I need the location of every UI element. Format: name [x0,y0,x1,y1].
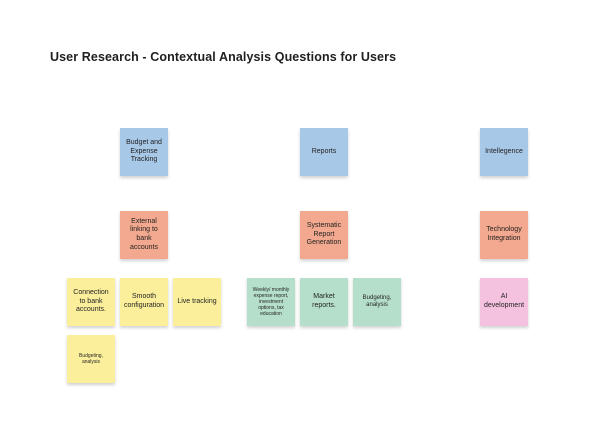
sticky-note-budget-tracking[interactable]: Budget and Expense Tracking [120,128,168,176]
sticky-note-external-linking[interactable]: External linking to bank accounts [120,211,168,259]
sticky-note-systematic-reports[interactable]: Systematic Report Generation [300,211,348,259]
board-title: User Research - Contextual Analysis Ques… [50,50,397,64]
sticky-note-reports[interactable]: Reports [300,128,348,176]
sticky-note-technology-integration[interactable]: Technology Integration [480,211,528,259]
sticky-note-weekly-reports[interactable]: Weekly/ monthly expense report, investme… [247,278,295,326]
sticky-note-connection-bank[interactable]: Connection to bank accounts. [67,278,115,326]
sticky-note-intelligence[interactable]: Intellegence [480,128,528,176]
sticky-note-ai-development[interactable]: AI development [480,278,528,326]
sticky-note-market-reports[interactable]: Market reports. [300,278,348,326]
sticky-note-budgeting-analysis-green[interactable]: Budgeting, analysis [353,278,401,326]
sticky-note-budgeting-analysis-yellow[interactable]: Budgeting, analysis [67,335,115,383]
sticky-note-live-tracking[interactable]: Live tracking [173,278,221,326]
sticky-note-smooth-config[interactable]: Smooth configuration [120,278,168,326]
